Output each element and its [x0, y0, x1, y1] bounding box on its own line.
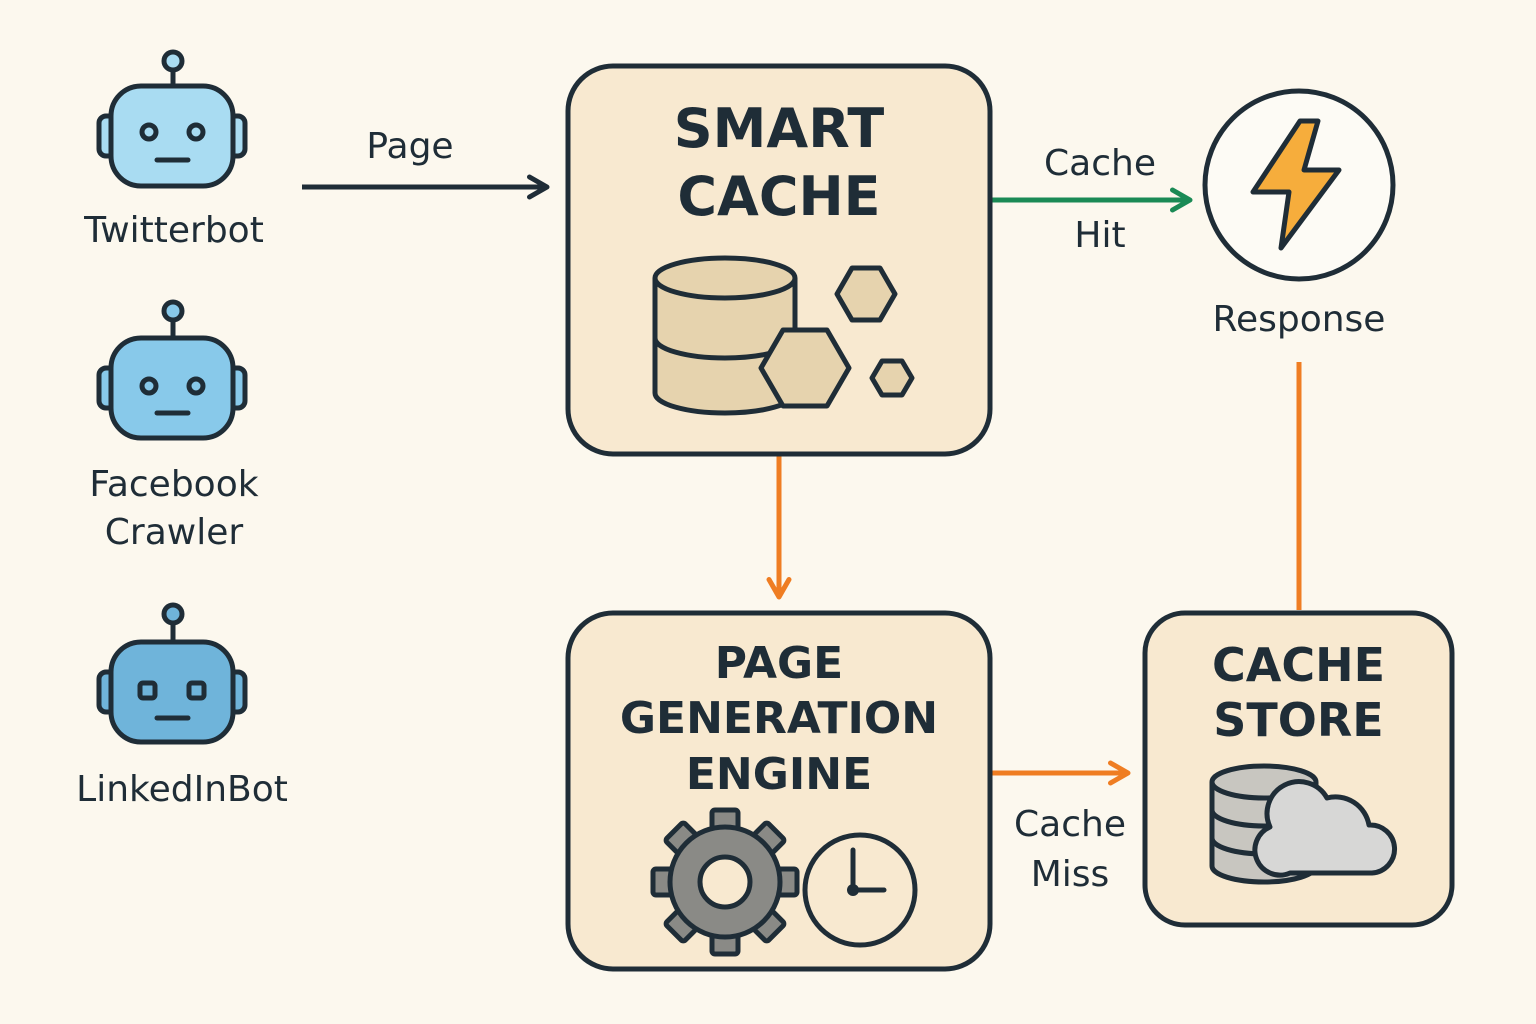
cache-store-title-line2: STORE — [1213, 693, 1384, 747]
bot-label-facebook-crawler-line1: Facebook — [89, 464, 259, 505]
bot-label-linkedinbot: LinkedInBot — [76, 769, 288, 810]
robot-icon-twitterbot — [96, 49, 248, 189]
smart-cache-title-line2: CACHE — [677, 165, 881, 228]
lightning-bolt-icon — [1250, 118, 1342, 251]
page-generation-title-line3: ENGINE — [685, 749, 873, 800]
edge-label-cache-hit-line2: Hit — [1074, 215, 1126, 256]
edge-label-page: Page — [366, 126, 454, 167]
edge-label-cache-miss-line2: Miss — [1030, 854, 1110, 895]
robot-icon-linkedinbot — [96, 602, 248, 745]
database-hexagons-icon — [652, 255, 915, 416]
bot-label-facebook-crawler-line2: Crawler — [104, 512, 244, 553]
page-generation-title-line1: PAGE — [714, 638, 844, 689]
edge-label-cache-miss-line1: Cache — [1014, 804, 1126, 845]
gear-icon — [650, 807, 800, 957]
page-generation-title-line2: GENERATION — [619, 693, 939, 744]
response-node — [1202, 88, 1396, 282]
robot-icon-facebook-crawler — [96, 299, 248, 441]
clock-icon — [802, 832, 918, 948]
cache-store-title-line1: CACHE — [1211, 638, 1386, 692]
database-cloud-icon — [1209, 763, 1398, 885]
smart-cache-title-line1: SMART — [673, 97, 885, 160]
bot-label-twitterbot: Twitterbot — [84, 210, 264, 251]
response-label: Response — [1212, 299, 1386, 340]
edge-label-cache-hit-line1: Cache — [1044, 143, 1156, 184]
